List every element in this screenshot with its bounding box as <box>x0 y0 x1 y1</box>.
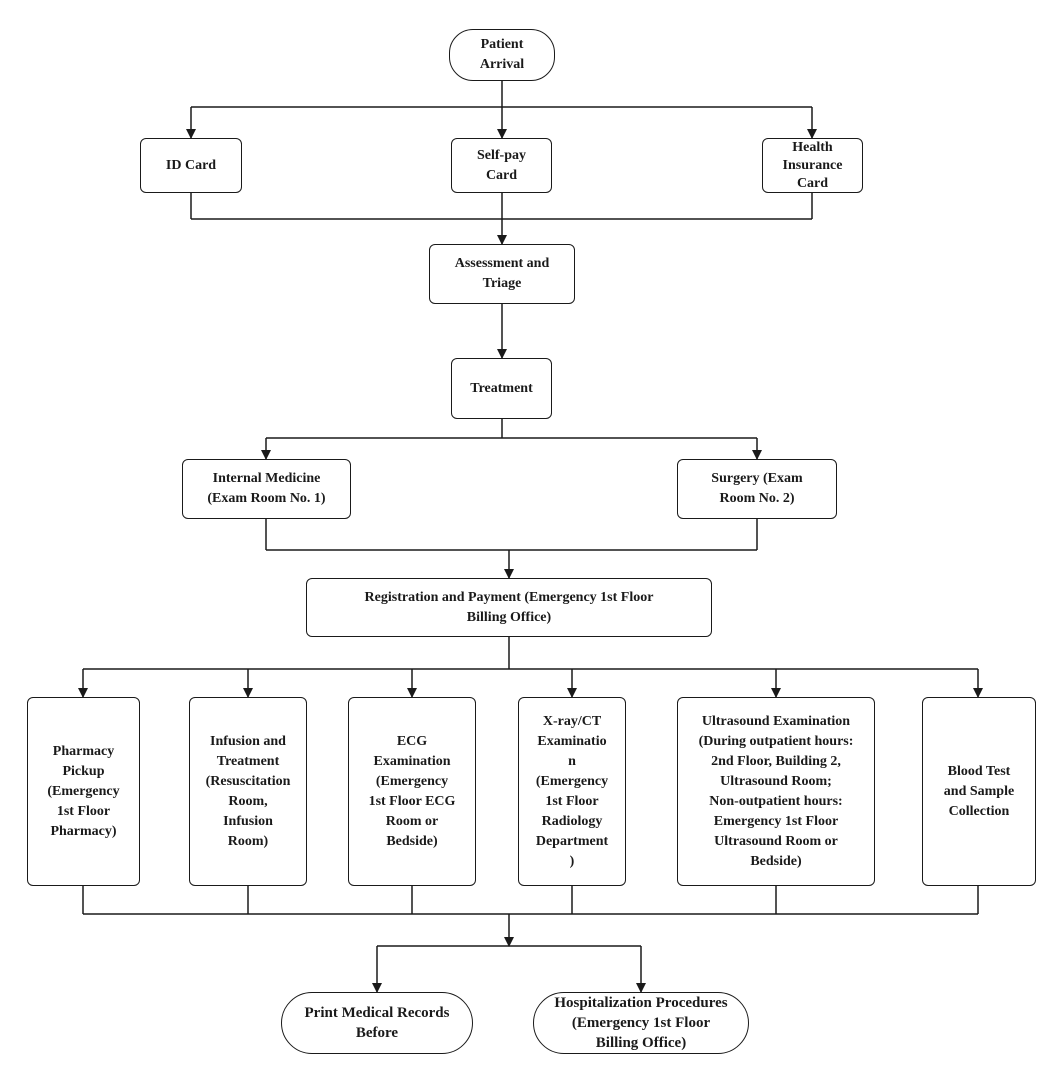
node-hospitalization-procedures: Hospitalization Procedures (Emergency 1s… <box>533 992 749 1054</box>
node-assessment-triage: Assessment and Triage <box>429 244 575 304</box>
node-xray-ct-examination: X-ray/CT Examinatio n (Emergency 1st Flo… <box>518 697 626 886</box>
node-patient-arrival: Patient Arrival <box>449 29 555 81</box>
node-pharmacy-pickup: Pharmacy Pickup (Emergency 1st Floor Pha… <box>27 697 140 886</box>
node-surgery: Surgery (Exam Room No. 2) <box>677 459 837 519</box>
node-infusion-treatment: Infusion and Treatment (Resuscitation Ro… <box>189 697 307 886</box>
node-print-medical-records: Print Medical Records Before <box>281 992 473 1054</box>
node-health-insurance-card: Health Insurance Card <box>762 138 863 193</box>
node-self-pay-card: Self-pay Card <box>451 138 552 193</box>
node-ultrasound-examination: Ultrasound Examination (During outpatien… <box>677 697 875 886</box>
node-blood-test: Blood Test and Sample Collection <box>922 697 1036 886</box>
node-registration-payment: Registration and Payment (Emergency 1st … <box>306 578 712 637</box>
node-ecg-examination: ECG Examination (Emergency 1st Floor ECG… <box>348 697 476 886</box>
node-treatment: Treatment <box>451 358 552 419</box>
node-internal-medicine: Internal Medicine (Exam Room No. 1) <box>182 459 351 519</box>
node-id-card: ID Card <box>140 138 242 193</box>
